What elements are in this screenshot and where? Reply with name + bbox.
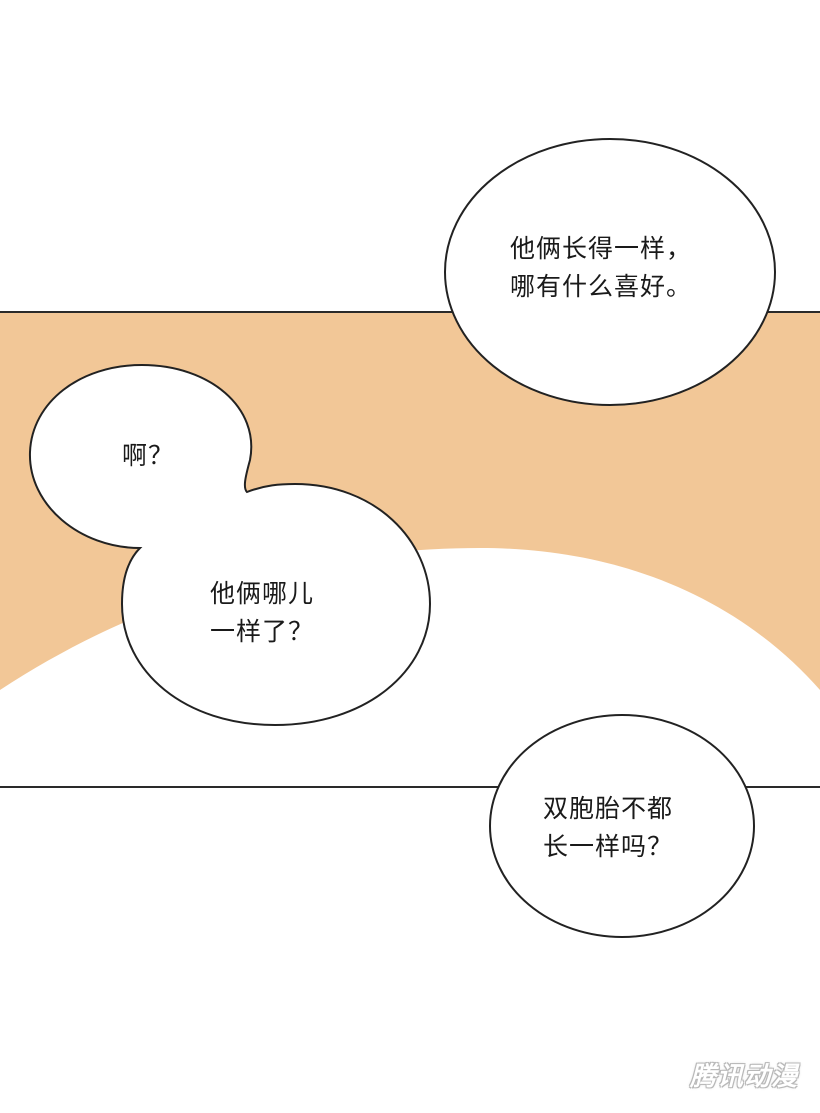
bubble-line: 长一样吗？	[543, 832, 674, 861]
watermark-logo: 腾讯动漫	[689, 1062, 798, 1092]
bubble-line: 双胞胎不都	[543, 794, 674, 823]
speech-bubble-bottom-right	[489, 714, 755, 938]
bubble-line: 啊？	[122, 441, 175, 470]
bubble-line: 他俩哪儿	[210, 579, 315, 608]
bubble-line: 一样了？	[210, 617, 315, 646]
speech-bubble-left-connected	[28, 363, 432, 727]
bubble-line: 哪有什么喜好。	[510, 272, 693, 301]
bubble-line: 他俩长得一样，	[510, 234, 693, 263]
speech-bubble-top-right	[444, 138, 776, 406]
bubble-text-left-small: 啊？	[122, 437, 174, 475]
bubble-text-bottom-right: 双胞胎不都 长一样吗？	[543, 790, 673, 866]
bubble-text-left-large: 他俩哪儿 一样了？	[210, 575, 314, 651]
bubble-text-top-right: 他俩长得一样， 哪有什么喜好。	[510, 230, 692, 306]
